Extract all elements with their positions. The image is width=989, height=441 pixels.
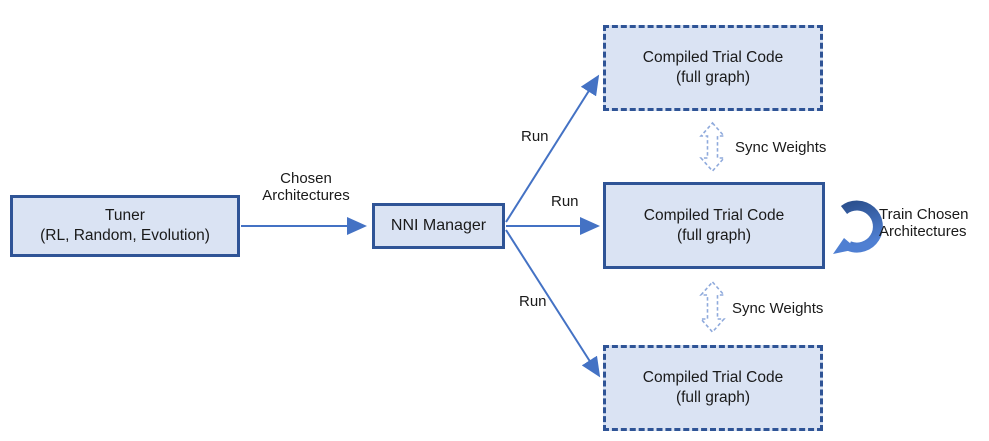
trial-box-subtitle: (full graph) [675,69,751,86]
tuner-title: Tuner [105,207,145,224]
sync-weights-label: Sync Weights [732,300,824,317]
nni-manager-box: NNI Manager [372,203,505,249]
trial-box-middle: Compiled Trial Code (full graph) [603,182,825,269]
arrow-run-top [505,74,600,223]
trial-box-bottom: Compiled Trial Code (full graph) [603,345,823,431]
chosen-architectures-label: Chosen Architectures [262,170,350,204]
sync-weights-arrow-icon [699,280,726,334]
trial-box-top: Compiled Trial Code (full graph) [603,25,823,111]
trial-box-title: Compiled Trial Code [643,206,785,224]
sync-weights-label: Sync Weights [735,139,827,156]
tuner-subtitle: (RL, Random, Evolution) [40,227,210,244]
trial-box-title: Compiled Trial Code [642,369,784,386]
run-label: Run [551,193,579,210]
train-chosen-architectures-label: Train Chosen Architectures [879,206,969,240]
run-label: Run [519,293,547,310]
train-loop-arrow-icon [833,200,883,254]
tuner-box: Tuner (RL, Random, Evolution) [10,195,240,257]
nni-manager-label: NNI Manager [390,217,487,234]
trial-box-subtitle: (full graph) [675,389,751,406]
arrow-run-bottom [505,229,601,378]
trial-box-title: Compiled Trial Code [642,49,784,66]
run-label: Run [521,128,549,145]
trial-box-subtitle: (full graph) [676,226,752,244]
sync-weights-arrow-icon [699,121,726,173]
